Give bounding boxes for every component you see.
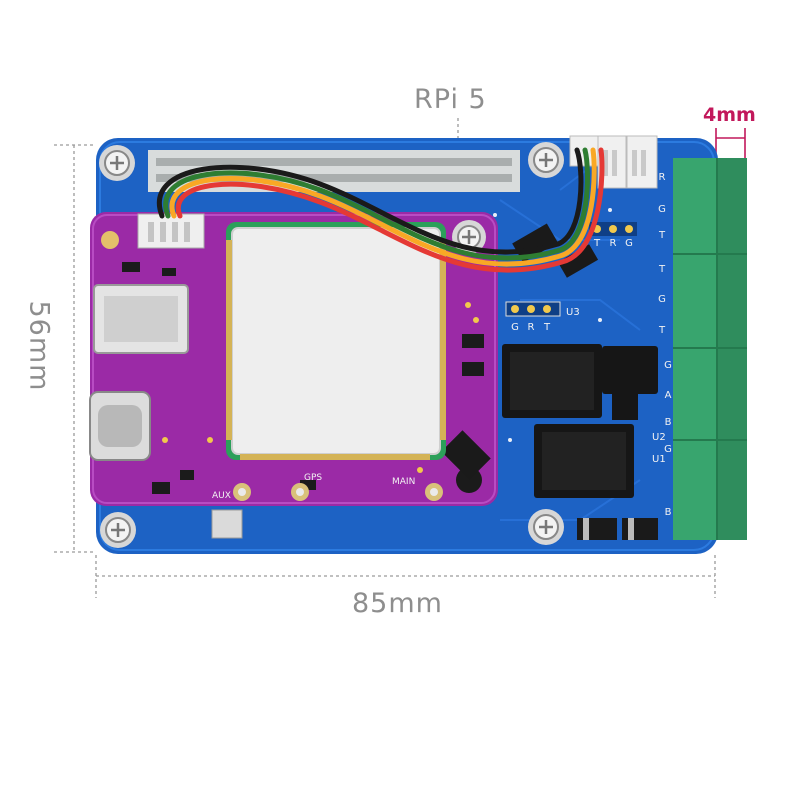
terminal-pin-label: R: [659, 172, 666, 183]
terminal-pin-label: G: [664, 444, 672, 455]
terminal-pin-label: G: [658, 204, 666, 215]
terminal-pin-label: T: [658, 264, 666, 275]
jst-connector-small: [137, 213, 205, 249]
terminal-dimension: [715, 128, 746, 160]
ic-chip: [557, 244, 599, 278]
j3-header: [589, 222, 637, 236]
terminal-pin-label: A: [665, 390, 672, 401]
u3-pin-label: R: [528, 322, 535, 333]
u3-pin-label: G: [511, 322, 519, 333]
j3-pin-label: T: [593, 238, 601, 249]
terminal-pin-label: B: [665, 417, 672, 428]
inductor: [602, 346, 658, 394]
antenna-connectors: [233, 483, 443, 501]
terminal-pin-label: B: [665, 507, 672, 518]
antenna-label-aux: AUX: [212, 491, 231, 501]
diode: [622, 518, 658, 540]
width-dimension-label: 85mm: [352, 588, 443, 619]
rpi5-label: RPi 5: [414, 84, 487, 115]
terminal-pin-label: G: [664, 360, 672, 371]
terminal-pin-label: T: [658, 230, 666, 241]
jst-connectors: [569, 135, 658, 189]
micro-switch: [211, 509, 243, 539]
ic-label: U2: [652, 432, 666, 443]
dimension-lines: [54, 118, 716, 598]
terminal-pin-label: G: [658, 294, 666, 305]
terminal-blocks: [673, 158, 747, 540]
u3-label: U3: [566, 307, 580, 318]
mounting-screws: [99, 142, 564, 548]
j3-pin-label: R: [610, 238, 617, 249]
cable-wires: [157, 147, 605, 273]
u3-header: [505, 301, 561, 317]
terminal-side-labels: R T G T G T G A B G B: [658, 172, 672, 518]
terminal-width-label: 4mm: [703, 104, 756, 126]
antenna-label-gps: GPS: [304, 473, 322, 483]
j3-pin-label: G: [625, 238, 633, 249]
terminal-pin-label: T: [658, 325, 666, 336]
u3-pin-label: T: [543, 322, 551, 333]
antenna-label-main: MAIN: [392, 477, 415, 487]
ic-label: U1: [652, 454, 666, 465]
